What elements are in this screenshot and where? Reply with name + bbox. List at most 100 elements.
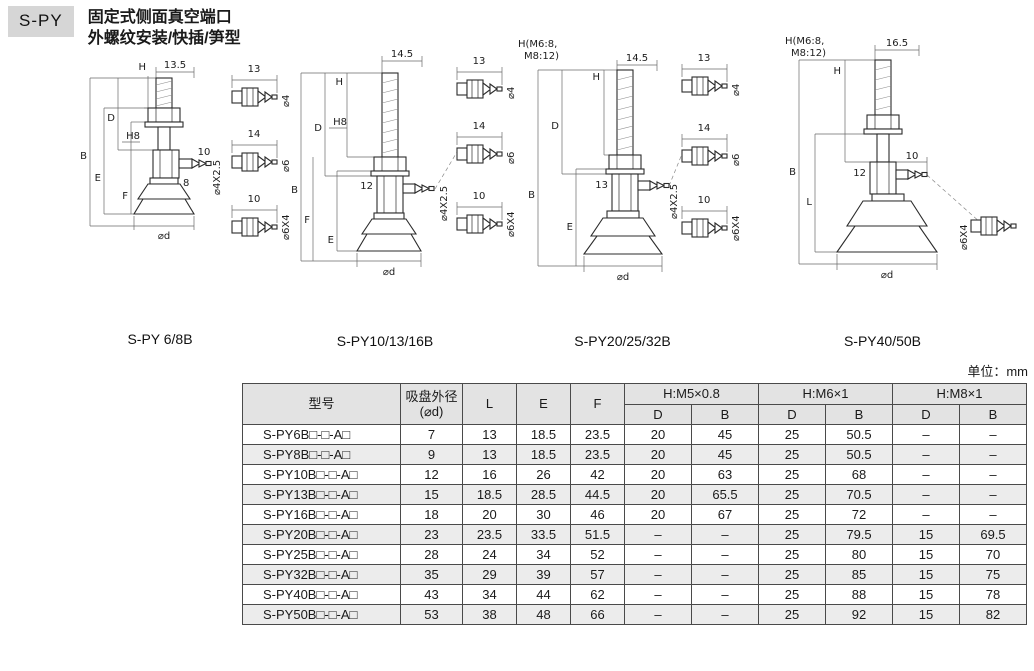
dim-port-size: ⌀6X4 [959,224,970,250]
fitting-length: 14 [698,123,711,134]
value-cell: 79.5 [825,524,893,546]
value-cell: – [691,564,759,586]
value-cell: 88 [825,584,893,606]
value-cell: 20 [462,504,517,526]
dim-cup-diameter: ⌀d [881,270,893,281]
value-cell: 20 [624,464,692,486]
fitting-diameter: ⌀6 [506,152,517,164]
value-cell: 15 [892,524,960,546]
fitting-detail-3: 10 ⌀6X4 [681,195,742,241]
page-title-line2: 外螺纹安装/快插/笋型 [87,30,241,47]
fitting-detail-2: 14 ⌀6 [456,121,517,164]
dim-h: H [335,77,343,88]
value-cell: – [959,504,1027,526]
value-cell: 45 [691,444,759,466]
model-cell: S-PY16B□-□-A□ [242,504,401,526]
value-cell: – [691,524,759,546]
value-cell: 23 [400,524,463,546]
dim-port-offset: 8 [183,178,189,189]
dim-port-size: ⌀4X2.5 [669,184,680,219]
fitting-length: 10 [698,195,711,206]
dim-port-length: 10 [906,151,919,162]
value-cell: 15 [892,544,960,566]
model-cell: S-PY8B□-□-A□ [242,444,401,466]
dim-b: B [291,185,298,196]
value-cell: 44.5 [570,484,625,506]
series-tag: S-PY [8,6,74,37]
value-cell: 15 [892,604,960,626]
value-cell: 18.5 [462,484,517,506]
fitting-length: 10 [248,194,261,205]
value-cell: 15 [892,584,960,606]
value-cell: 25 [758,444,826,466]
value-cell: – [624,564,692,586]
col-header-cup-od: 吸盘外径(⌀d) [400,382,463,426]
value-cell: 62 [570,584,625,606]
value-cell: – [624,544,692,566]
dimension-labels: H(M6:8, M8:12) H 14.5 D 13 E B ⌀4X2.5 ⌀d [518,39,680,283]
value-cell: 15 [400,484,463,506]
value-cell: 39 [516,564,571,586]
col-group-m5: H:M5×0.8 [624,383,759,405]
dimension-lines [537,60,683,272]
fitting-detail-2: 14 ⌀6 [231,129,292,172]
value-cell: 15 [892,564,960,586]
value-cell: 26 [516,464,571,486]
value-cell: 16 [462,464,517,486]
value-cell: 68 [825,464,893,486]
value-cell: 69.5 [959,524,1027,546]
value-cell: – [959,464,1027,486]
dimension-lines [798,45,982,270]
fitting-detail-1: 13 ⌀4 [456,56,517,99]
value-cell: 25 [758,564,826,586]
dim-cup-diameter: ⌀d [383,267,395,278]
dim-h8: H8 [126,131,140,142]
value-cell: – [624,584,692,606]
dim-port-size: ⌀4X2.5 [212,160,223,195]
subcol-m6-d: D [758,403,826,426]
fitting-diameter: ⌀6X4 [281,214,292,240]
fitting-detail-1: 13 ⌀4 [231,64,292,107]
page-header: S-PY 固定式侧面真空端口 外螺纹安装/快插/笋型 [8,6,241,49]
model-cell: S-PY50B□-□-A□ [242,604,401,626]
dim-h: H [592,72,600,83]
value-cell: 20 [624,504,692,526]
value-cell: – [691,584,759,606]
spec-table-wrap: 型号 吸盘外径(⌀d) L E F H:M5×0.8 H:M6×1 H:M8×1… [242,382,1027,626]
value-cell: – [691,544,759,566]
dimension-lines [300,56,458,267]
dim-e: E [95,173,101,184]
model-cell: S-PY6B□-□-A□ [242,424,401,446]
dim-hex-width: 12 [853,168,866,179]
subcol-m8-b: B [959,403,1027,426]
dim-port-size: ⌀4X2.5 [439,186,450,221]
value-cell: – [892,444,960,466]
suction-cup-assembly [835,59,939,253]
value-cell: 44 [516,584,571,606]
dim-cup-diameter: ⌀d [158,231,170,242]
value-cell: 46 [570,504,625,526]
value-cell: – [691,604,759,626]
value-cell: 82 [959,604,1027,626]
model-cell: S-PY10B□-□-A□ [242,464,401,486]
dim-e: E [567,222,573,233]
fitting-diameter: ⌀4 [731,84,742,96]
col-header-model: 型号 [242,382,401,426]
fitting-diameter: ⌀6 [281,160,292,172]
value-cell: 20 [624,444,692,466]
dim-l: L [806,197,812,208]
drawing-spy-10-13-16b: H 14.5 H8 D 12 B F E ⌀4X2.5 ⌀d 13 ⌀4 [291,49,517,278]
value-cell: 7 [400,424,463,446]
value-cell: 20 [624,484,692,506]
dim-hex-width: 12 [360,181,373,192]
value-cell: 9 [400,444,463,466]
value-cell: 29 [462,564,517,586]
page-title: 固定式侧面真空端口 外螺纹安装/快插/笋型 [88,6,241,49]
